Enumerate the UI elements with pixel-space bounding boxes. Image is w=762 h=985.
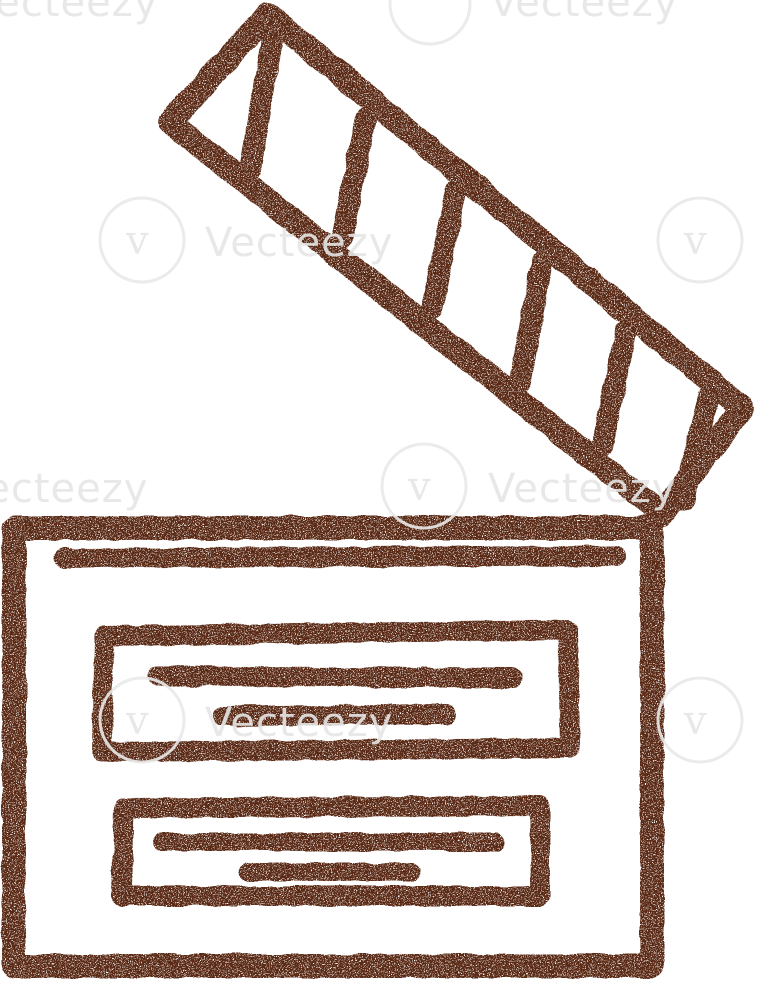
clapper-stick [158,2,754,526]
info-panel-lower [112,796,550,906]
clapper-drawing [2,2,754,978]
clapper-board-body [2,516,664,978]
info-panel-upper [92,620,580,762]
